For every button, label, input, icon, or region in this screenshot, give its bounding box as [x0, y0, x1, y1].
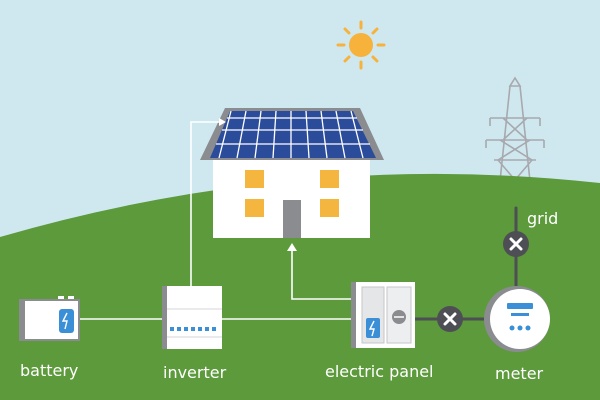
door — [283, 200, 301, 238]
wire-inverter-to-roof — [190, 121, 223, 289]
arrow-to-house — [287, 243, 297, 251]
electric-panel-label: electric panel — [325, 362, 434, 381]
window — [320, 199, 339, 217]
house-icon — [200, 108, 384, 238]
inverter-icon — [162, 286, 222, 349]
solar-panel-icon — [210, 110, 376, 159]
arrow-to-roof — [219, 118, 226, 126]
battery-label: battery — [20, 361, 78, 380]
meter-icon — [484, 286, 550, 352]
window — [245, 170, 264, 188]
x-circle-icon — [437, 306, 463, 332]
electric-panel-icon — [351, 282, 415, 348]
window — [320, 170, 339, 188]
x-circle-icon — [503, 231, 529, 257]
sun-icon — [336, 20, 386, 70]
window — [245, 199, 264, 217]
grass-hill — [0, 173, 600, 400]
wire-panel-to-house — [291, 247, 353, 300]
meter-label: meter — [495, 364, 544, 383]
battery-icon — [19, 296, 80, 341]
grid-label: grid — [527, 209, 558, 228]
inverter-label: inverter — [163, 363, 227, 382]
